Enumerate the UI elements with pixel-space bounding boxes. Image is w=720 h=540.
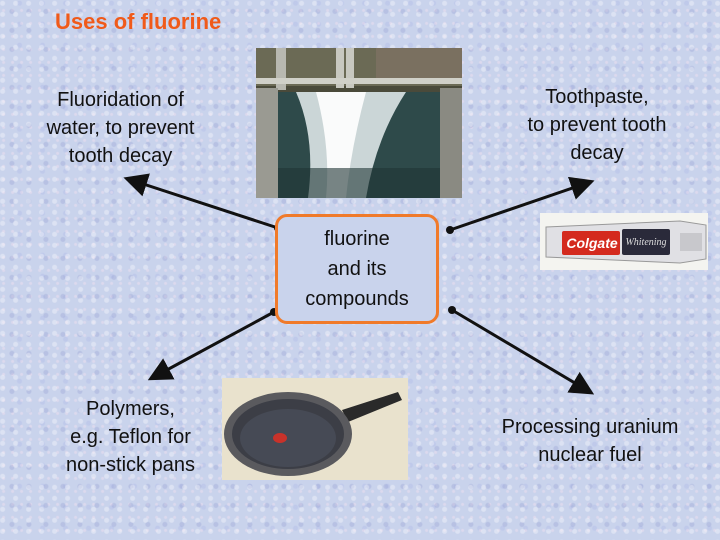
center-line: compounds	[305, 288, 409, 310]
page-title: Uses of fluorine	[55, 9, 222, 34]
use-uranium-processing: Processing uranium nuclear fuel	[470, 413, 710, 469]
use-line: Processing uranium	[501, 416, 679, 438]
use-water-fluoridation: Fluoridation of water, to prevent tooth …	[18, 86, 223, 170]
arrow-to-toothpaste	[446, 176, 595, 234]
center-line: and its	[327, 258, 387, 280]
use-polymers: Polymers, e.g. Teflon for non-stick pans	[38, 395, 223, 479]
use-line: Fluoridation of	[57, 89, 184, 111]
arrow-to-water	[123, 173, 282, 232]
use-line: water, to prevent	[46, 117, 195, 139]
arrow-to-polymers	[147, 308, 278, 381]
use-line: non-stick pans	[66, 454, 195, 476]
center-node-fluorine: fluorine and its compounds	[275, 214, 439, 324]
water-treatment-photo	[256, 48, 462, 198]
center-line: fluorine	[324, 228, 390, 250]
use-line: to prevent tooth	[527, 114, 667, 136]
frying-pan-photo	[222, 378, 408, 480]
use-line: nuclear fuel	[538, 444, 642, 466]
use-toothpaste: Toothpaste, to prevent tooth decay	[497, 83, 697, 167]
use-line: Toothpaste,	[545, 86, 649, 108]
use-line: tooth decay	[68, 145, 173, 167]
toothpaste-brand: Colgate	[566, 235, 618, 251]
use-line: decay	[570, 142, 624, 164]
use-line: e.g. Teflon for	[70, 426, 191, 448]
toothpaste-photo: Colgate Whitening	[540, 213, 708, 270]
arrow-to-uranium	[448, 306, 595, 395]
use-line: Polymers,	[86, 398, 175, 420]
toothpaste-variant: Whitening	[625, 237, 667, 248]
